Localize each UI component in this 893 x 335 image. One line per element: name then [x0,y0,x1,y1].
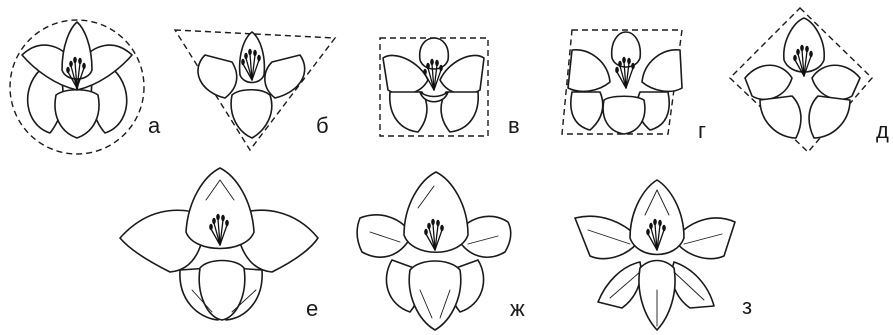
flower-a [10,20,144,154]
label-zh: ж [510,298,525,320]
flower-d [730,8,872,152]
label-e: е [306,298,318,320]
flower-e [120,168,318,320]
flower-g [562,30,682,134]
label-z: з [742,296,752,318]
label-b: б [316,115,329,137]
label-v: в [508,115,520,137]
flower-b [175,30,335,150]
label-g: г [698,120,706,142]
label-d: д [876,120,889,142]
flower-zh [357,172,510,330]
flower-z [575,180,735,330]
flower-v [380,38,488,136]
label-a: а [148,115,160,137]
